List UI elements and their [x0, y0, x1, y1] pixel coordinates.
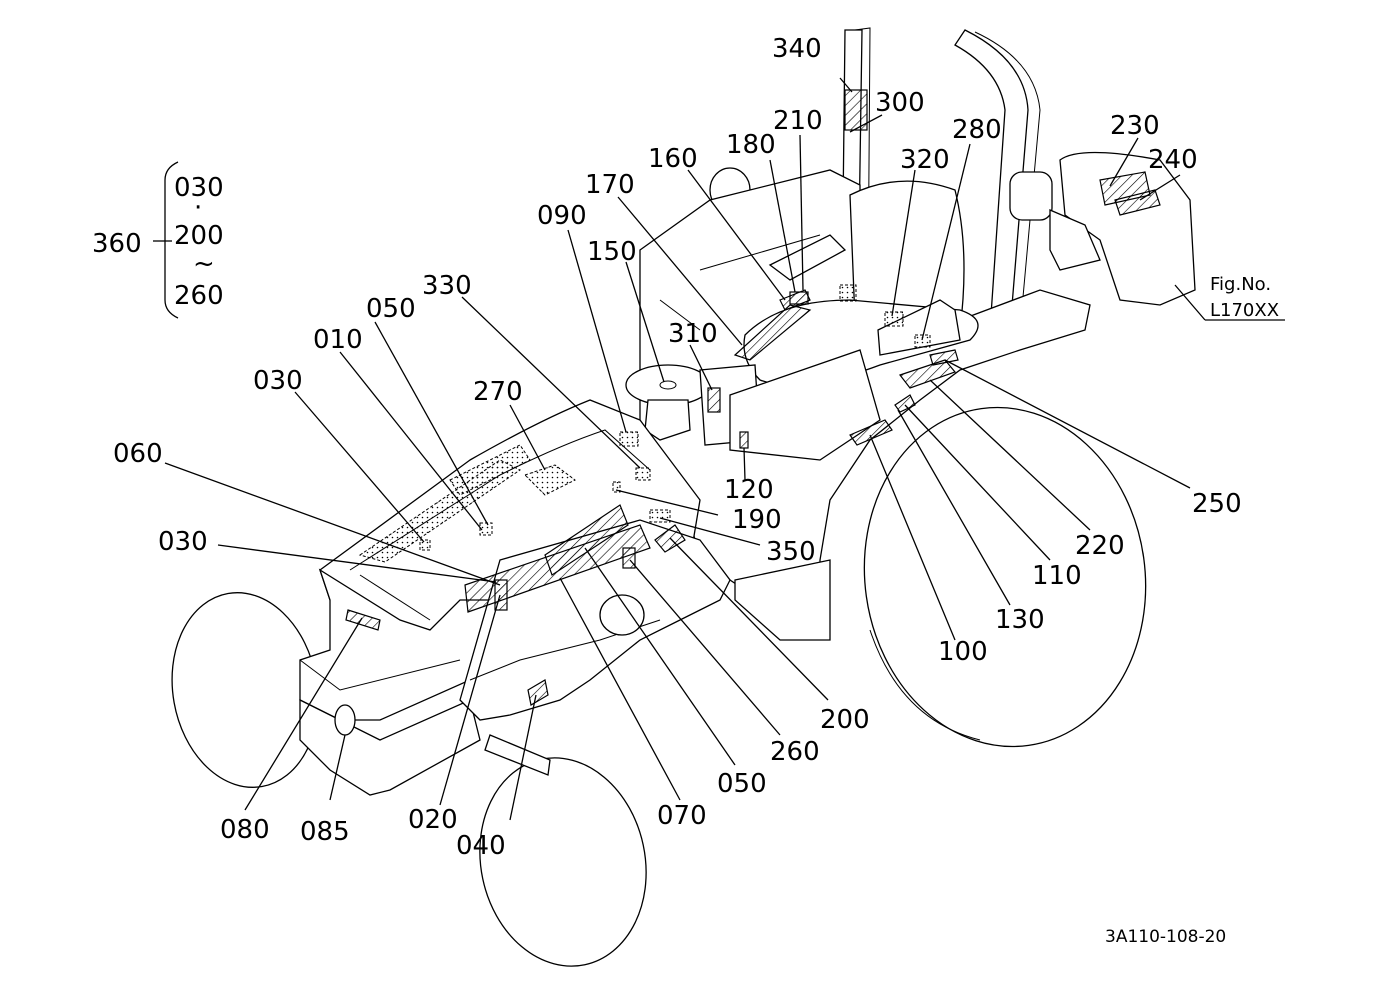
- tractor-illustration: [171, 27, 1196, 967]
- group-total-label: 360: [92, 229, 142, 259]
- steering-wheel: [625, 364, 711, 406]
- decal-190: [612, 481, 621, 493]
- callout-170: 170: [585, 170, 635, 200]
- decal-270: [524, 464, 576, 496]
- callout-180: 180: [726, 130, 776, 160]
- decal-030-upper: [419, 539, 431, 551]
- front-grille: [299, 568, 511, 721]
- callout-040: 040: [456, 831, 506, 861]
- decal-040: [527, 679, 549, 706]
- callout-200: 200: [820, 705, 870, 735]
- callout-070: 070: [657, 801, 707, 831]
- callout-310: 310: [668, 319, 718, 349]
- callout-160: 160: [648, 144, 698, 174]
- decal-320: [884, 311, 904, 327]
- rear-wheel-right: [863, 406, 1147, 748]
- side-box: [1059, 151, 1196, 306]
- front-wheel-right: [479, 757, 647, 967]
- callout-020: 020: [408, 805, 458, 835]
- group-first-label: 030: [174, 173, 224, 203]
- callout-240: 240: [1148, 145, 1198, 175]
- callout-120: 120: [724, 475, 774, 505]
- front-axle: [484, 734, 551, 776]
- figure-number: L170XX: [1210, 300, 1279, 321]
- callout-100: 100: [938, 637, 988, 667]
- group-bracket-360: 360 030 · 200 ~ 260: [92, 161, 224, 319]
- drawing-code: 3A110-108-20: [1105, 927, 1226, 947]
- decal-010: [479, 522, 493, 536]
- decal-180: [789, 291, 809, 305]
- callout-030-mid: 030: [158, 527, 208, 557]
- callout-050-top: 050: [366, 294, 416, 324]
- callout-130: 130: [995, 605, 1045, 635]
- callout-250: 250: [1192, 489, 1242, 519]
- callout-300: 300: [875, 88, 925, 118]
- headlight: [334, 704, 356, 736]
- group-dot: ·: [194, 193, 202, 223]
- callout-190: 190: [732, 505, 782, 535]
- decal-hood-top-b: [449, 444, 531, 496]
- figure-title: Fig.No.: [1210, 274, 1271, 295]
- callout-030-top: 030: [253, 366, 303, 396]
- decal-300: [839, 284, 857, 302]
- decal-240: [1114, 189, 1161, 216]
- callout-labels: 340 300 210 180 160 170 090 150 330 050 …: [113, 34, 1242, 861]
- group-last-label: 260: [174, 281, 224, 311]
- decal-hood-stripe-upper: [544, 504, 629, 576]
- callout-270: 270: [473, 377, 523, 407]
- decal-310: [707, 387, 721, 413]
- callout-050-bottom: 050: [717, 769, 767, 799]
- decal-120: [739, 431, 749, 449]
- callout-080: 080: [220, 815, 270, 845]
- decal-250: [929, 349, 959, 366]
- callout-340: 340: [772, 34, 822, 64]
- callout-110: 110: [1032, 561, 1082, 591]
- decal-330: [635, 467, 651, 481]
- decal-220: [899, 359, 957, 389]
- callout-320: 320: [900, 145, 950, 175]
- callout-330: 330: [422, 271, 472, 301]
- decal-170: [733, 304, 812, 361]
- decal-340: [844, 89, 868, 131]
- callout-010: 010: [313, 325, 363, 355]
- leader-lines: [164, 77, 1285, 821]
- decal-080: [345, 609, 381, 631]
- callout-090: 090: [537, 201, 587, 231]
- callout-220: 220: [1075, 531, 1125, 561]
- group-tilde: ~: [193, 249, 215, 279]
- decal-280: [914, 334, 931, 348]
- callout-085: 085: [300, 817, 350, 847]
- callout-150: 150: [587, 237, 637, 267]
- group-mid-label: 200: [174, 221, 224, 251]
- decal-110: [894, 394, 916, 413]
- callout-230: 230: [1110, 111, 1160, 141]
- fuel-tank: [729, 349, 881, 461]
- callout-280: 280: [952, 115, 1002, 145]
- decal-090: [619, 431, 639, 447]
- callout-060: 060: [113, 439, 163, 469]
- decal-260: [622, 547, 636, 569]
- callout-350: 350: [766, 537, 816, 567]
- decal-100: [849, 419, 893, 446]
- callout-260: 260: [770, 737, 820, 767]
- callout-210: 210: [773, 106, 823, 136]
